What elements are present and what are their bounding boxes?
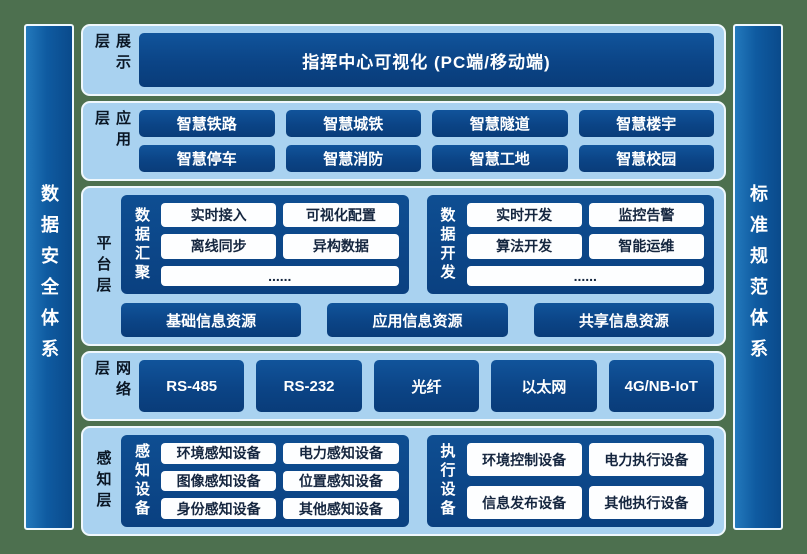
module-box: 算法开发 xyxy=(466,234,582,259)
layer-application-label: 应用层 xyxy=(93,110,131,152)
app-box: 智慧楼宇 xyxy=(578,110,714,137)
platform-groups: 数据汇聚 实时接入 可视化配置 离线同步 异构数据 ...... 数据开发 实时… xyxy=(121,195,714,294)
app-box: 智慧校园 xyxy=(578,145,714,172)
device-box: 环境控制设备 xyxy=(466,443,582,476)
architecture-diagram: 数据安全体系 展示层 指挥中心可视化 (PC端/移动端) 应用层 智慧铁路 智慧… xyxy=(24,24,783,536)
network-box: 4G/NB-IoT xyxy=(608,360,714,412)
module-box: 异构数据 xyxy=(283,234,399,259)
device-box: 电力感知设备 xyxy=(283,443,399,464)
layer-network-label: 网络层 xyxy=(93,360,131,402)
device-box: 身份感知设备 xyxy=(161,498,277,519)
layer-network: 网络层 RS-485 RS-232 光纤 以太网 4G/NB-IoT xyxy=(81,351,726,421)
module-box: 可视化配置 xyxy=(283,203,399,228)
app-box: 智慧铁路 xyxy=(139,110,275,137)
layer-application: 应用层 智慧铁路 智慧城铁 智慧隧道 智慧楼宇 智慧停车 智慧消防 智慧工地 智… xyxy=(81,101,726,181)
device-box: 位置感知设备 xyxy=(283,470,399,492)
app-box: 智慧城铁 xyxy=(285,110,421,137)
execution-devices-label: 执行设备 xyxy=(438,443,456,519)
layer-platform-content: 数据汇聚 实时接入 可视化配置 离线同步 异构数据 ...... 数据开发 实时… xyxy=(121,195,714,337)
module-box: 离线同步 xyxy=(161,234,277,259)
layer-presentation: 展示层 指挥中心可视化 (PC端/移动端) xyxy=(81,24,726,96)
standards-pillar: 标准规范体系 xyxy=(733,24,783,530)
data-aggregation-grid: 实时接入 可视化配置 离线同步 异构数据 ...... xyxy=(161,203,399,286)
network-box: 以太网 xyxy=(491,360,597,412)
sensing-devices-group: 感知设备 环境感知设备 电力感知设备 图像感知设备 位置感知设备 身份感知设备 … xyxy=(121,435,409,527)
data-security-label: 数据安全体系 xyxy=(39,184,59,370)
layer-application-content: 智慧铁路 智慧城铁 智慧隧道 智慧楼宇 智慧停车 智慧消防 智慧工地 智慧校园 xyxy=(139,110,714,172)
layer-network-content: RS-485 RS-232 光纤 以太网 4G/NB-IoT xyxy=(139,360,714,412)
app-box: 智慧隧道 xyxy=(432,110,568,137)
layer-stack: 展示层 指挥中心可视化 (PC端/移动端) 应用层 智慧铁路 智慧城铁 智慧隧道… xyxy=(81,24,726,536)
sensing-devices-grid: 环境感知设备 电力感知设备 图像感知设备 位置感知设备 身份感知设备 其他感知设… xyxy=(161,443,399,519)
platform-resources: 基础信息资源 应用信息资源 共享信息资源 xyxy=(121,303,714,337)
layer-perception-label: 感知层 xyxy=(94,449,112,513)
data-development-label: 数据开发 xyxy=(438,206,456,283)
layer-presentation-label: 展示层 xyxy=(93,33,131,75)
execution-devices-grid: 环境控制设备 电力执行设备 信息发布设备 其他执行设备 xyxy=(466,443,704,519)
layer-presentation-content: 指挥中心可视化 (PC端/移动端) xyxy=(139,33,714,87)
network-box: RS-485 xyxy=(139,360,245,412)
app-box: 智慧停车 xyxy=(139,145,275,172)
data-aggregation-group: 数据汇聚 实时接入 可视化配置 离线同步 异构数据 ...... xyxy=(121,195,409,294)
layer-platform: 平台层 数据汇聚 实时接入 可视化配置 离线同步 异构数据 ...... xyxy=(81,186,726,346)
data-development-grid: 实时开发 监控告警 算法开发 智能运维 ...... xyxy=(466,203,704,286)
resource-box: 应用信息资源 xyxy=(327,303,508,337)
ellipsis-box: ...... xyxy=(466,265,704,286)
data-development-group: 数据开发 实时开发 监控告警 算法开发 智能运维 ...... xyxy=(426,195,714,294)
module-box: 实时开发 xyxy=(466,203,582,228)
app-box: 智慧消防 xyxy=(285,145,421,172)
device-box: 图像感知设备 xyxy=(161,470,277,492)
network-box: 光纤 xyxy=(373,360,480,412)
module-box: 智能运维 xyxy=(588,234,704,259)
device-box: 电力执行设备 xyxy=(588,443,704,476)
app-box: 智慧工地 xyxy=(432,145,568,172)
resource-box: 基础信息资源 xyxy=(121,303,302,337)
layer-platform-label: 平台层 xyxy=(94,234,112,298)
module-box: 监控告警 xyxy=(588,203,704,228)
device-box: 信息发布设备 xyxy=(466,486,582,519)
sensing-devices-label: 感知设备 xyxy=(133,443,150,519)
device-box: 环境感知设备 xyxy=(161,443,277,464)
network-box: RS-232 xyxy=(256,360,362,412)
device-box: 其他感知设备 xyxy=(283,498,399,519)
data-security-pillar: 数据安全体系 xyxy=(24,24,74,530)
command-center-box: 指挥中心可视化 (PC端/移动端) xyxy=(139,33,714,87)
ellipsis-box: ...... xyxy=(161,265,399,286)
layer-perception-content: 感知设备 环境感知设备 电力感知设备 图像感知设备 位置感知设备 身份感知设备 … xyxy=(121,435,714,527)
module-box: 实时接入 xyxy=(161,203,277,228)
layer-perception: 感知层 感知设备 环境感知设备 电力感知设备 图像感知设备 位置感知设备 身份感… xyxy=(81,426,726,536)
standards-label: 标准规范体系 xyxy=(748,184,768,370)
execution-devices-group: 执行设备 环境控制设备 电力执行设备 信息发布设备 其他执行设备 xyxy=(426,435,714,527)
data-aggregation-label: 数据汇聚 xyxy=(133,206,150,283)
resource-box: 共享信息资源 xyxy=(533,303,714,337)
device-box: 其他执行设备 xyxy=(588,486,704,519)
